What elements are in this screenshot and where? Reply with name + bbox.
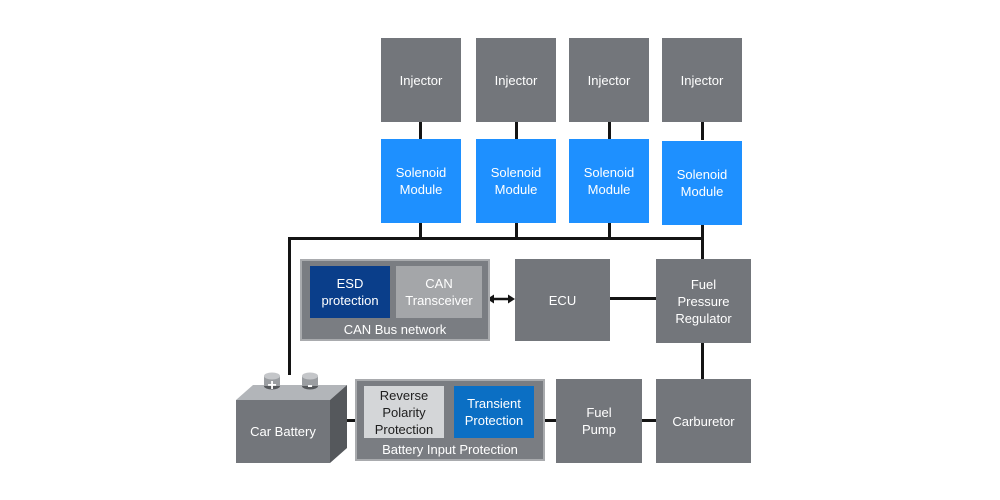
connector-pump-to-carburetor [642, 419, 656, 422]
fuel-pressure-regulator: Fuel Pressure Regulator [656, 259, 751, 343]
connector-solenoid-2 [515, 223, 518, 239]
power-bus-horizontal [288, 237, 704, 240]
fuel-pump: Fuel Pump [556, 379, 642, 463]
battery-plus-terminal-label: + [267, 376, 277, 394]
connector-bus-to-regulator [701, 237, 704, 259]
can-bus-network-label: CAN Bus network [343, 322, 447, 337]
reverse-polarity-protection: Reverse Polarity Protection [364, 386, 444, 438]
esd-protection: ESD protection [310, 266, 390, 318]
solenoid-module-1: Solenoid Module [381, 139, 461, 223]
connector-injector-3 [608, 122, 611, 140]
battery-input-protection-group: Reverse Polarity Protection Transient Pr… [355, 379, 545, 461]
injector-4: Injector [662, 38, 742, 122]
ecu: ECU [515, 259, 610, 341]
connector-solenoid-1 [419, 223, 422, 239]
connector-solenoid-4 [701, 223, 704, 239]
battery-input-protection-label: Battery Input Protection [382, 442, 518, 457]
connector-solenoid-3 [608, 223, 611, 239]
power-bus-vertical [288, 237, 291, 375]
connector-ecu-to-regulator [609, 297, 657, 300]
solenoid-module-3: Solenoid Module [569, 139, 649, 223]
can-bus-network-group: ESD protection CAN Transceiver CAN Bus n… [300, 259, 490, 341]
injector-2: Injector [476, 38, 556, 122]
can-transceiver: CAN Transceiver [396, 266, 482, 318]
connector-injector-1 [419, 122, 422, 140]
connector-protection-to-pump [543, 419, 557, 422]
injector-3: Injector [569, 38, 649, 122]
solenoid-module-4: Solenoid Module [662, 141, 742, 225]
carburetor: Carburetor [656, 379, 751, 463]
connector-injector-4 [701, 122, 704, 140]
connector-injector-2 [515, 122, 518, 140]
battery-minus-terminal-label: - [307, 376, 313, 394]
solenoid-module-2: Solenoid Module [476, 139, 556, 223]
car-battery-label: Car Battery [250, 423, 316, 439]
transient-protection: Transient Protection [454, 386, 534, 438]
connector-regulator-to-carburetor [701, 342, 704, 380]
injector-1: Injector [381, 38, 461, 122]
